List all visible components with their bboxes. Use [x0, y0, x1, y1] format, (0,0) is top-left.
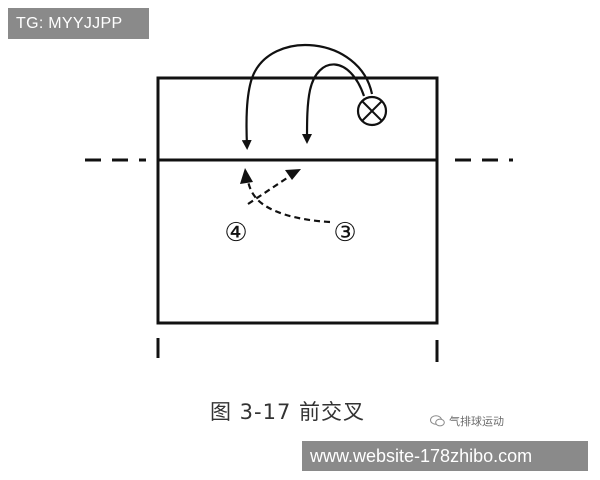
- wechat-icon: [430, 415, 445, 427]
- player3-move-path: [246, 180, 331, 224]
- url-watermark: www.website-178zhibo.com: [302, 441, 588, 471]
- wechat-source: 气排球运动: [430, 413, 504, 429]
- player-marker-3: ③: [333, 218, 356, 248]
- court-outline: [156, 76, 439, 325]
- player4-move-arrowhead: [285, 169, 301, 180]
- player-marker-4: ④: [224, 218, 247, 248]
- ball-path-outer: [241, 43, 374, 150]
- circled-x-icon: [356, 95, 388, 127]
- wechat-label: 气排球运动: [449, 415, 504, 428]
- tg-watermark: TG: MYYJJPP: [8, 8, 149, 39]
- figure-caption: 图 3-17 前交叉: [210, 400, 366, 424]
- player3-move-arrowhead: [240, 168, 253, 184]
- ball-path-inner: [302, 63, 366, 144]
- player4-move-path: [247, 175, 291, 205]
